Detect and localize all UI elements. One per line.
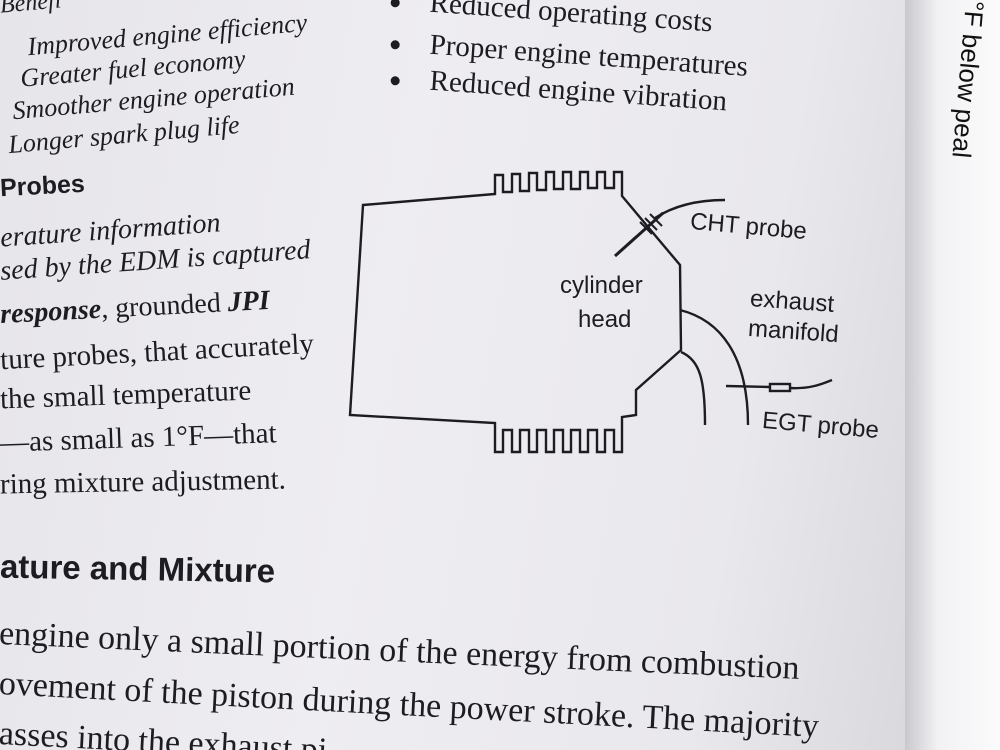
manual-page: Benefi Improved engine efficiency Greate… bbox=[0, 0, 960, 750]
page-gutter bbox=[905, 0, 1000, 750]
exhaust-label: exhaust bbox=[749, 285, 835, 318]
exhaust-manifold-inner bbox=[680, 350, 707, 426]
cylinder-label: cylinder bbox=[560, 272, 643, 299]
cylinder-head-outline bbox=[348, 170, 683, 454]
egt-probe-wire bbox=[725, 378, 833, 390]
egt-probe-body bbox=[768, 382, 792, 393]
head-label: head bbox=[578, 306, 632, 333]
section-heading: ature and Mixture bbox=[0, 547, 276, 590]
paragraph-line: asses into the exhaust pi bbox=[0, 715, 329, 750]
cylinder-diagram bbox=[348, 170, 833, 454]
exhaust-manifold-outer bbox=[679, 308, 750, 426]
